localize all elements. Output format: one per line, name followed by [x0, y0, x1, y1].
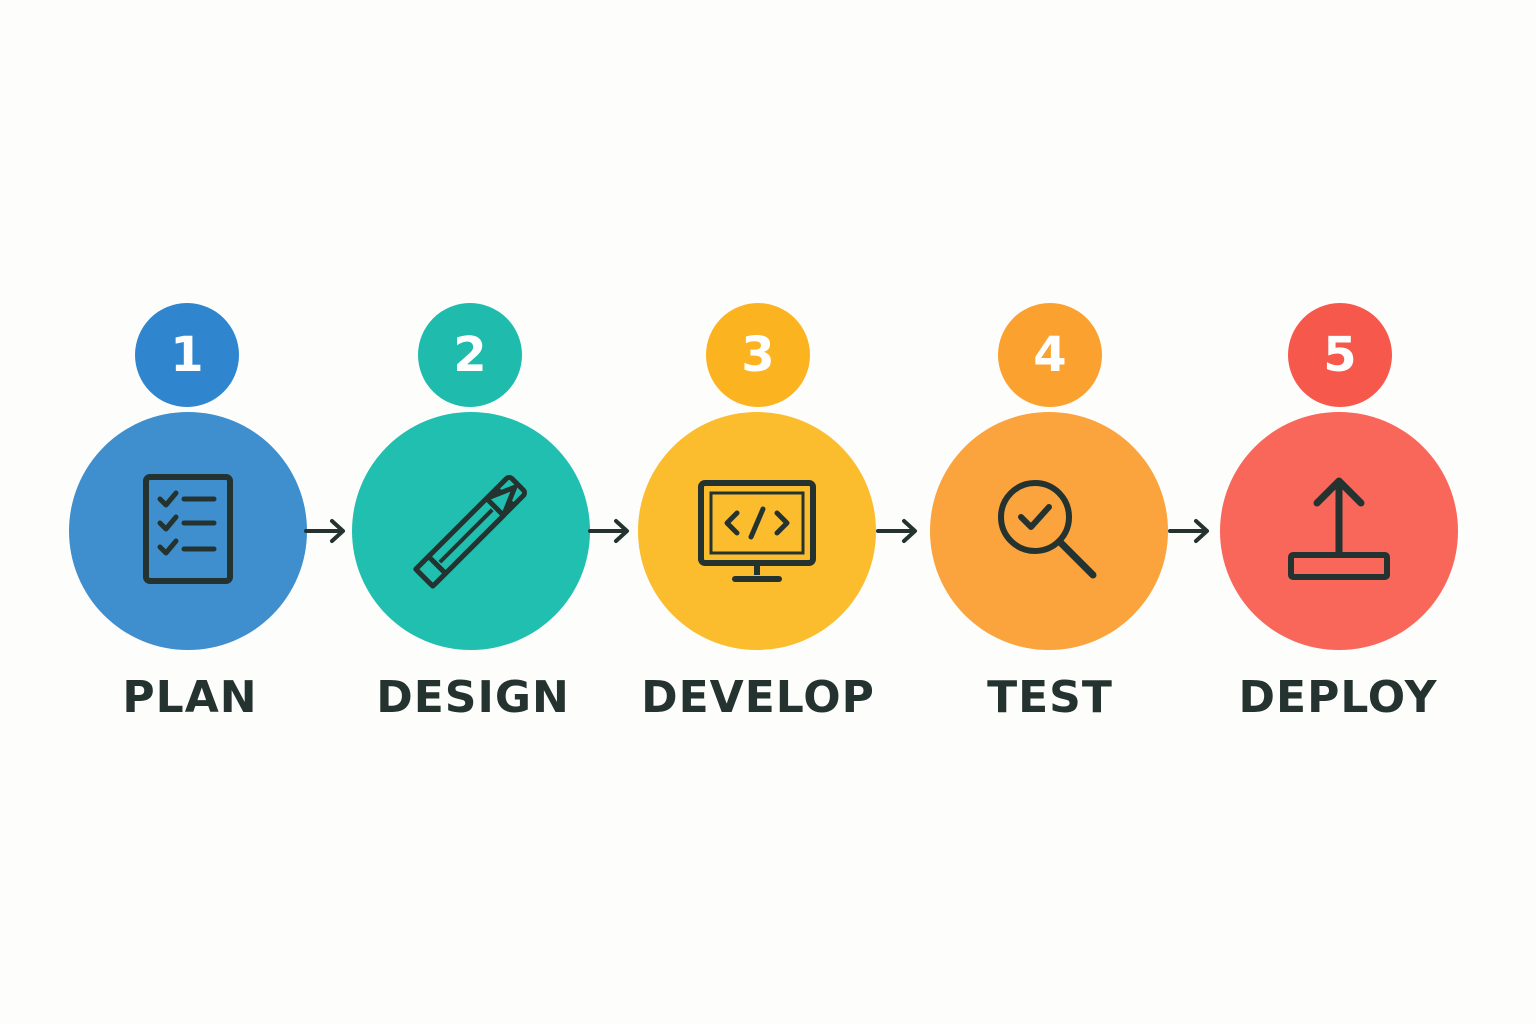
step-number-1: 1: [170, 327, 204, 383]
step-number-badge-1: 1: [135, 303, 239, 407]
step-circle-deploy: [1220, 412, 1458, 650]
step-label-test: TEST: [987, 672, 1113, 723]
upload-icon: [1288, 477, 1390, 580]
step-label-deploy: DEPLOY: [1238, 672, 1438, 723]
step-number-5: 5: [1323, 327, 1357, 383]
step-circle-develop: [638, 412, 876, 650]
checklist-icon: [143, 474, 233, 584]
step-number-badge-3: 3: [706, 303, 810, 407]
step-number-badge-2: 2: [418, 303, 522, 407]
step-number-badge-5: 5: [1288, 303, 1392, 407]
pencil-ruler-icon: [413, 475, 527, 589]
step-circle-plan: [69, 412, 307, 650]
step-number-2: 2: [453, 327, 487, 383]
magnifier-check-icon: [998, 480, 1097, 579]
step-label-develop: DEVELOP: [641, 672, 875, 723]
step-number-4: 4: [1033, 327, 1067, 383]
arrow-right-icon: [1168, 519, 1209, 543]
step-circle-test: [930, 412, 1168, 650]
step-number-3: 3: [741, 327, 775, 383]
step-circle-design: [352, 412, 590, 650]
code-monitor-icon: [698, 480, 816, 582]
arrow-right-icon: [876, 519, 917, 543]
step-label-plan: PLAN: [122, 672, 258, 723]
step-number-badge-4: 4: [998, 303, 1102, 407]
arrow-right-icon: [588, 519, 629, 543]
step-label-design: DESIGN: [376, 672, 570, 723]
arrow-right-icon: [304, 519, 345, 543]
